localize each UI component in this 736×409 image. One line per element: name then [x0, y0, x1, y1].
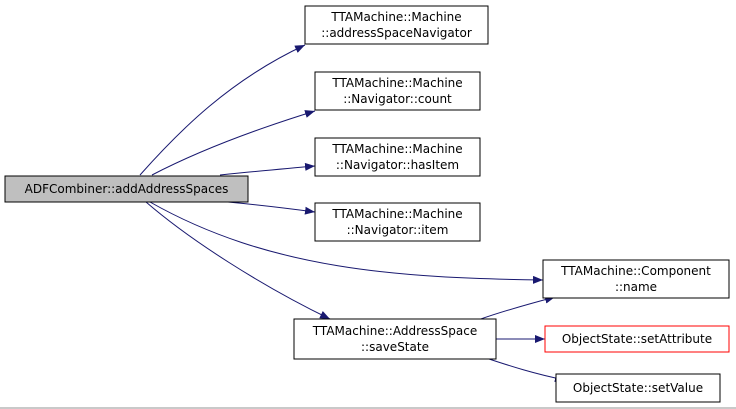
edge-root-to-navigatorItem	[227, 201, 316, 215]
node-navigator-item-line-1: TTAMachine::Machine	[331, 207, 462, 221]
node-root[interactable]: ADFCombiner::addAddressSpaces	[4, 175, 249, 203]
node-set-attribute[interactable]: ObjectState::setAttribute	[544, 325, 730, 353]
node-navigator-has-item-line-2: ::Navigator::hasItem	[336, 158, 459, 172]
node-component-name-line-2: ::name	[615, 280, 657, 294]
node-root-label: ADFCombiner::addAddressSpaces	[25, 182, 229, 196]
node-navigator-has-item[interactable]: TTAMachine::Machine ::Navigator::hasItem	[314, 137, 481, 177]
edge-root-to-navigatorHasItem	[219, 162, 316, 176]
node-component-name[interactable]: TTAMachine::Component ::name	[542, 259, 730, 299]
node-navigator-has-item-line-1: TTAMachine::Machine	[331, 142, 462, 156]
node-navigator-count-line-2: ::Navigator::count	[343, 92, 452, 106]
edge-root-to-addressSpaceSaveState	[145, 201, 331, 320]
node-navigator-item-line-2: ::Navigator::item	[347, 223, 449, 237]
edge-saveState-to-setValue	[485, 357, 566, 382]
node-address-space-navigator-line-2: ::addressSpaceNavigator	[321, 26, 472, 40]
node-set-attribute-label: ObjectState::setAttribute	[562, 332, 712, 346]
node-address-space-navigator-line-1: TTAMachine::Machine	[330, 10, 461, 24]
node-address-space-save-state-line-1: TTAMachine::AddressSpace	[312, 324, 477, 338]
edge-saveState-to-componentName	[477, 295, 556, 321]
edges	[139, 44, 566, 382]
node-address-space-save-state-line-2: ::saveState	[361, 340, 429, 354]
node-set-value-label: ObjectState::setValue	[573, 381, 703, 395]
node-navigator-count-line-1: TTAMachine::Machine	[331, 76, 462, 90]
edge-root-to-addressSpaceNavigator	[139, 44, 306, 176]
node-set-value[interactable]: ObjectState::setValue	[555, 373, 721, 403]
node-navigator-item[interactable]: TTAMachine::Machine ::Navigator::item	[314, 202, 481, 242]
node-navigator-count[interactable]: TTAMachine::Machine ::Navigator::count	[314, 71, 481, 111]
node-component-name-line-1: TTAMachine::Component	[560, 264, 711, 278]
node-address-space-save-state[interactable]: TTAMachine::AddressSpace ::saveState	[293, 318, 497, 360]
bottom-divider	[0, 407, 736, 409]
edge-root-to-componentName	[149, 201, 544, 284]
node-address-space-navigator[interactable]: TTAMachine::Machine ::addressSpaceNaviga…	[304, 5, 489, 45]
edge-root-to-navigatorCount	[151, 110, 316, 176]
